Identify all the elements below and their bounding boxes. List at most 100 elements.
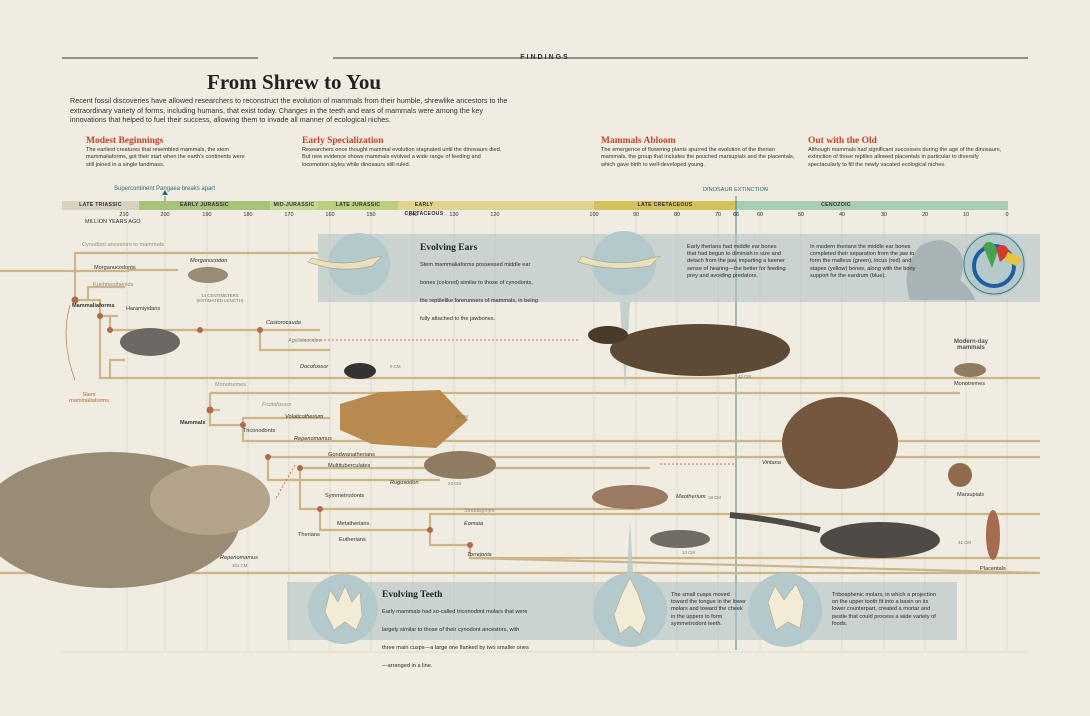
period-late-jurassic: LATE JURASSIC: [335, 202, 381, 208]
label-fruitafossor: Fruitafossor: [262, 402, 292, 408]
pangaea-note: Supercontinent Pangaea breaks apart: [114, 186, 216, 192]
tick: 160: [325, 212, 335, 218]
tick: 66: [732, 212, 740, 218]
timeline-bar: [62, 201, 1008, 210]
section-3-body: The emergence of flowering plants spurre…: [601, 147, 795, 168]
period-mid-jurassic: MID-JURASSIC: [273, 202, 315, 208]
section-4-body: Although mammals had significant success…: [808, 147, 1002, 168]
tick: 40: [838, 212, 846, 218]
ears-body-3: In modern therians the middle ear bones …: [810, 244, 916, 279]
section-4: Out with the Old Although mammals had si…: [808, 136, 1008, 169]
tick: 70: [714, 212, 722, 218]
period-early-cretaceous: EARLY CRETACEOUS: [404, 202, 444, 217]
label-volaticotherium: Volaticotherium: [285, 414, 324, 420]
mya-label: MILLION YEARS AGO: [85, 219, 141, 225]
tick: 150: [366, 212, 376, 218]
tick: 200: [160, 212, 170, 218]
section-2-body: Researchers once thought mammal evolutio…: [302, 147, 502, 168]
teeth-body: Early mammals had so-called triconodont …: [382, 609, 529, 669]
page-title: From Shrew to You: [207, 70, 382, 94]
label-rugosodon: Rugosodon: [390, 480, 419, 486]
period-early-jurassic: EARLY JURASSIC: [180, 202, 229, 208]
section-2-title: Early Specialization: [302, 136, 384, 146]
tick: 170: [284, 212, 294, 218]
label-castorocauda: Castorocauda: [266, 320, 301, 326]
tick: 120: [490, 212, 500, 218]
section-3-title: Mammals Abloom: [601, 136, 676, 146]
label-docofossor: Docofossor: [300, 364, 329, 370]
animal-illustrations: [0, 267, 1000, 588]
kicker: FINDINGS: [520, 54, 570, 61]
label-gondwanatherians: Gondwanatherians: [328, 452, 375, 458]
label-therians: Therians: [298, 532, 320, 538]
label-marsupials: Marsupials: [957, 492, 985, 498]
tick: 0: [1005, 212, 1009, 218]
tick: 190: [202, 212, 212, 218]
label-metatherians: Metatherians: [337, 521, 370, 527]
label-castoro-size: 42 CM: [738, 374, 751, 379]
tick: 20: [921, 212, 929, 218]
ears-text: Evolving Ears Stem mammaliaforms possess…: [420, 243, 540, 325]
ears-body-2: Early therians had middle ear bones that…: [687, 244, 786, 279]
label-eutherians: Eutherians: [339, 537, 366, 543]
label-morganucodon: Morganucodon: [190, 258, 228, 264]
period-cenozoic: CENOZOIC: [821, 202, 851, 208]
branch-nodes: [71, 296, 473, 548]
label-morganucodonts: Morganucodonts: [94, 265, 136, 271]
label-size-note: 14 CENTIMETERS (ESTIMATED LENGTH): [196, 293, 244, 303]
ears-body: Stem mammaliaforms possessed middle ear …: [420, 262, 538, 322]
tick: 140: [408, 212, 418, 218]
label-cynodont: Cynodont ancestors to mammals: [82, 242, 164, 248]
label-torrejonia: Torrejonia: [467, 552, 492, 558]
tick: 130: [449, 212, 459, 218]
label-mammals: Mammals: [180, 420, 206, 426]
intro-text: Recent fossil discoveries have allowed r…: [70, 96, 508, 125]
label-triconodonts: Triconodonts: [243, 428, 276, 434]
label-mammaliaforms: Mammaliaforms: [72, 303, 115, 309]
label-sinodelphys: Sinodelphys: [464, 508, 495, 514]
period-late-triassic: LATE TRIASSIC: [79, 202, 122, 208]
tick: 210: [119, 212, 129, 218]
label-eomaia-size: 14 CM: [682, 550, 695, 555]
section-1: Modest Beginnings The earliest creatures…: [86, 136, 286, 169]
tick: 90: [632, 212, 640, 218]
dashed-links: [274, 339, 735, 501]
label-volati-size: 26 CM: [455, 414, 468, 419]
tick: 50: [797, 212, 805, 218]
extinction-note: DINOSAUR EXTINCTION: [703, 187, 768, 193]
tick: 80: [673, 212, 681, 218]
section-1-title: Modest Beginnings: [86, 136, 164, 146]
label-torrejonia-size: 41 CM: [958, 540, 971, 545]
section-2: Early Specialization Researchers once th…: [302, 136, 502, 169]
label-monotremes: Monotremes: [215, 382, 247, 388]
tick: 100: [589, 212, 599, 218]
label-stem: Stem mammaliaforms: [69, 392, 109, 404]
label-rugosodon-size: 23 CM: [448, 481, 461, 486]
label-vintana: Vintana: [762, 460, 781, 466]
label-placentals: Placentals: [980, 566, 1006, 572]
tick: 10: [962, 212, 970, 218]
label-docofossor-size: 8 CM: [390, 364, 401, 369]
label-maotherium: Maotherium: [676, 494, 706, 500]
section-1-body: The earliest creatures that resembled ma…: [86, 147, 245, 168]
label-repenomamus: Repenomamus: [294, 436, 332, 442]
label-eomaia: Eomaia: [464, 521, 483, 527]
label-agilodocodon: Agilodocodon: [288, 338, 322, 344]
label-modern: Modern-day mammals: [953, 339, 988, 351]
tick: 180: [243, 212, 253, 218]
section-3: Mammals Abloom The emergence of flowerin…: [601, 136, 801, 169]
label-kuehneotheriids: Kuehneotheriids: [93, 282, 134, 288]
teeth-title: Evolving Teeth: [382, 590, 443, 600]
label-repenomamus-big: Repenomamus: [220, 555, 258, 561]
label-haramiyidans: Haramiyidans: [126, 306, 161, 312]
teeth-body-3: Tribosphenic molars, in which a projecti…: [832, 592, 936, 627]
label-mod-monotremes: Monotremes: [954, 381, 986, 387]
teeth-text: Evolving Teeth Early mammals had so-call…: [382, 590, 532, 672]
ears-title: Evolving Ears: [420, 243, 478, 253]
label-symmetrodonts: Symmetrodonts: [325, 493, 365, 499]
section-4-title: Out with the Old: [808, 136, 877, 146]
label-repeno-big-size: 101 CM: [232, 563, 248, 568]
label-multituberculates: Multituberculates: [328, 463, 371, 469]
tick: 30: [880, 212, 888, 218]
